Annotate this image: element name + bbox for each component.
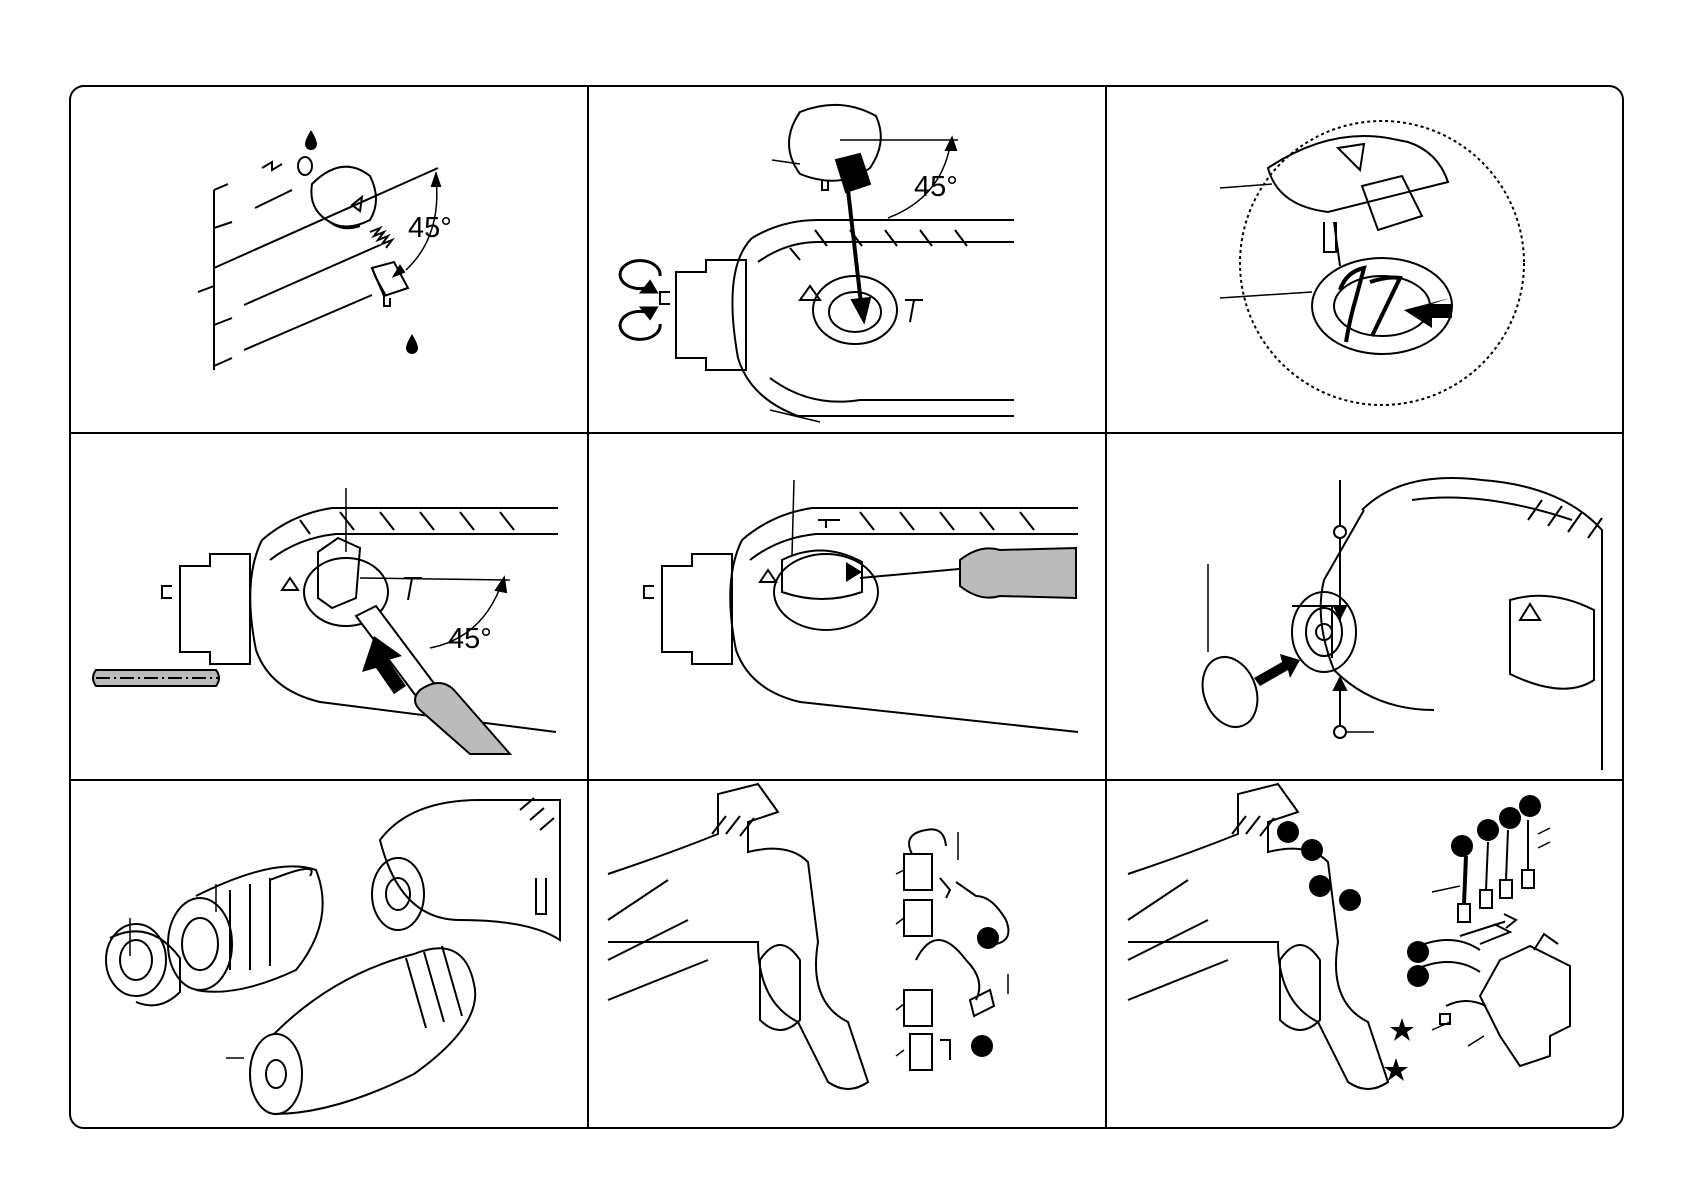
- angle-label-2: 45°: [914, 171, 958, 203]
- panel-9-switch-wiring: [1128, 784, 1570, 1089]
- oil-drop-icon: [305, 130, 418, 354]
- star-icon: [1384, 1018, 1414, 1081]
- angle-label-1: 45°: [408, 212, 452, 244]
- arrow-icon: [1404, 298, 1452, 328]
- callout-dot-icon: [1277, 795, 1541, 987]
- panel-5-screwdriver-turn: [644, 480, 1078, 732]
- panel-3-detail-circle: [1220, 121, 1524, 405]
- panel-6-chuck-ring: [1193, 478, 1602, 770]
- arrow-icon: [846, 562, 862, 582]
- rotate-icon: [620, 261, 660, 340]
- panel-1-lock-knob-exploded: [198, 157, 440, 370]
- panel-2-knob-insertion: [660, 105, 1014, 422]
- angle-label-4: 45°: [448, 623, 492, 655]
- panel-8-brush-replacement: [608, 784, 1008, 1089]
- panel-7-chuck-parts: [106, 798, 560, 1114]
- panel-4-screwdriver-insert: [93, 488, 558, 754]
- arrow-icon: [1254, 654, 1300, 686]
